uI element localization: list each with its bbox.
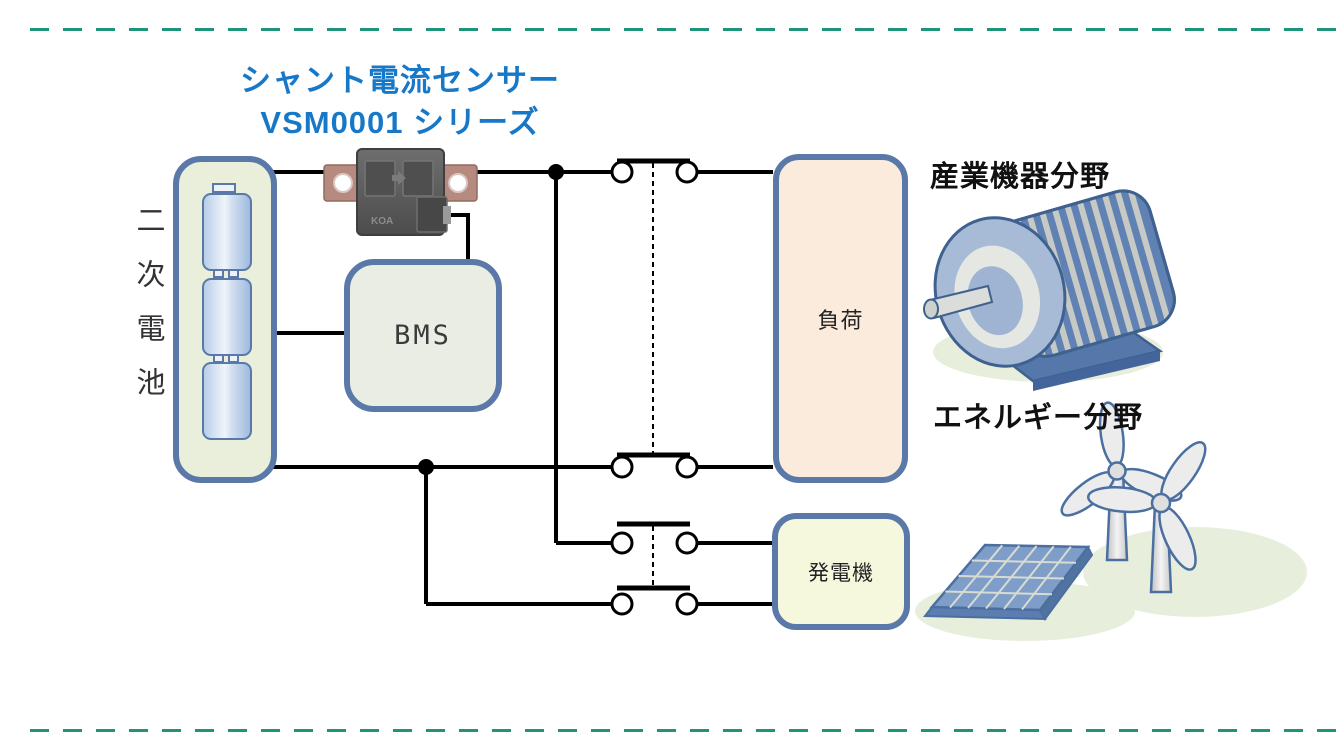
shunt-brand-text: KOA [371, 216, 393, 227]
bms-box: BMS [344, 259, 502, 412]
load-box: 負荷 [773, 154, 908, 483]
motor-icon [923, 187, 1176, 391]
load-label: 負荷 [817, 307, 864, 333]
shunt-terminal-block [364, 160, 396, 197]
shunt-connector-pin [443, 206, 451, 224]
shunt-hole [333, 173, 353, 193]
shunt-connector [416, 196, 448, 233]
shunt-terminal-block [402, 160, 434, 197]
generator-box: 発電機 [772, 513, 910, 630]
industrial-section-heading: 産業機器分野 [930, 161, 1111, 193]
battery-cell [202, 193, 252, 271]
generator-contactor [610, 521, 699, 616]
motor-face [933, 216, 1067, 368]
turbine-shadow [1083, 527, 1307, 617]
wire-shunt-to-bms [443, 213, 470, 259]
switch-contact [675, 592, 699, 616]
energy-illustration [915, 401, 1307, 641]
shunt-arrow-glyph [392, 171, 406, 185]
wind-turbine-icon [1087, 441, 1207, 594]
solar-panel-icon [922, 543, 1094, 621]
switch-contact [610, 160, 634, 184]
switch-contact [675, 455, 699, 479]
shunt-sensor-icon: KOA [323, 148, 478, 236]
top-dashed-divider [30, 28, 1341, 31]
bms-label: BMS [394, 320, 452, 351]
switch-contact [675, 160, 699, 184]
battery-cell [202, 362, 252, 440]
battery-terminal [213, 269, 224, 278]
energy-section-heading: エネルギー分野 [933, 402, 1144, 434]
motor-shaft-end [923, 298, 939, 320]
switch-contact [675, 531, 699, 555]
shunt-hole [448, 173, 468, 193]
battery-terminal [212, 183, 236, 193]
junction-dot-positive [548, 164, 564, 180]
battery-cell [202, 278, 252, 356]
battery-terminal [228, 269, 239, 278]
switch-contact [610, 531, 634, 555]
diagram-title: シャント電流センサー VSM0001 シリーズ [160, 60, 640, 144]
title-line1: シャント電流センサー [240, 63, 560, 98]
switch-contact [610, 455, 634, 479]
motor-base-lip [1033, 351, 1160, 391]
junction-dot-negative [418, 459, 434, 475]
solar-grid [945, 544, 1077, 611]
battery-pack-box [173, 156, 277, 483]
title-line2: VSM0001 シリーズ [260, 105, 540, 140]
battery-side-label: 二次電池 [132, 205, 164, 421]
bottom-dashed-divider [30, 729, 1341, 732]
load-contactor [610, 158, 699, 479]
switch-contact [610, 592, 634, 616]
generator-label: 発電機 [808, 561, 874, 585]
